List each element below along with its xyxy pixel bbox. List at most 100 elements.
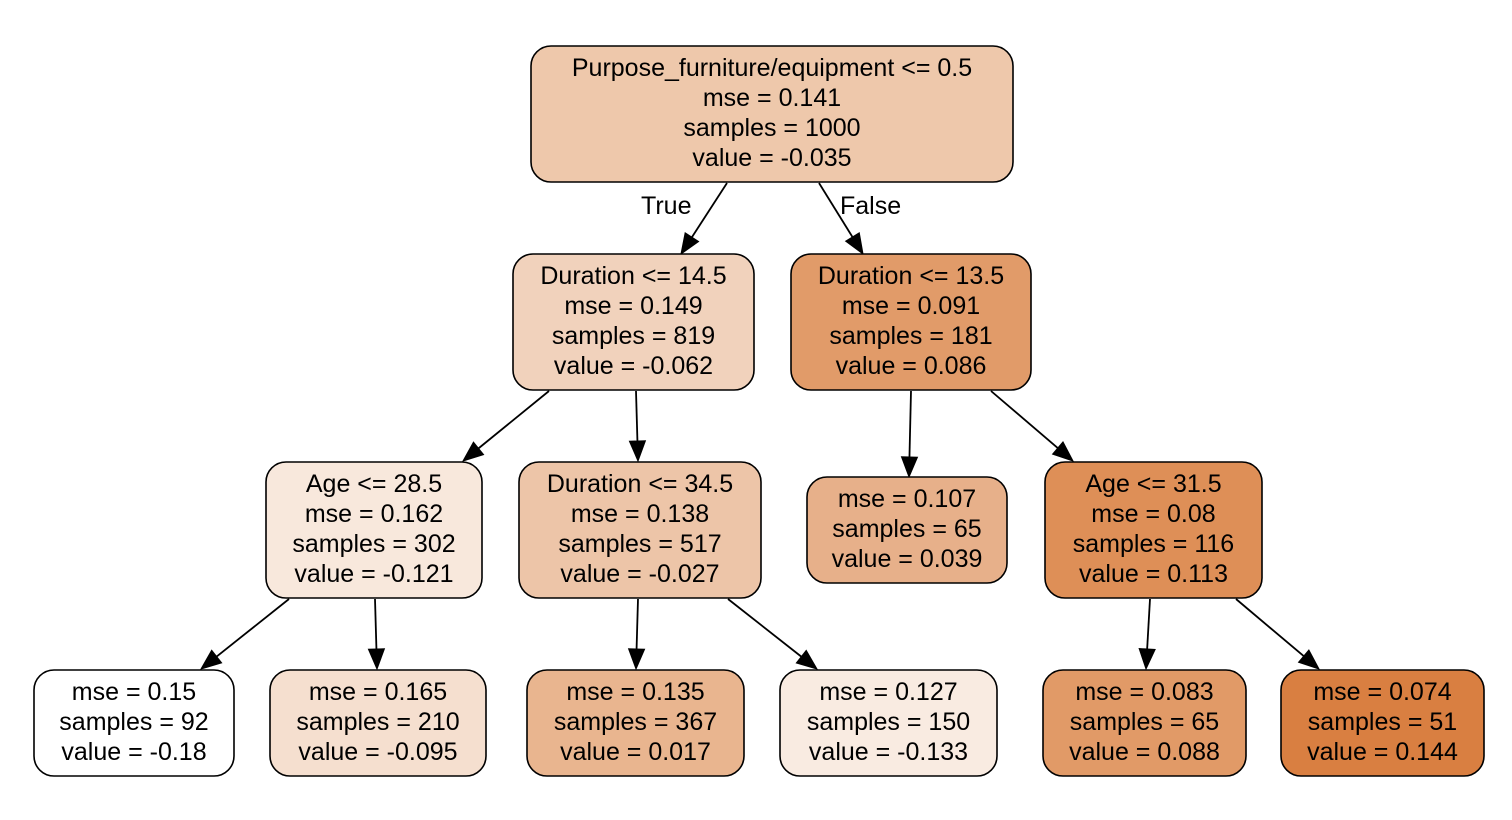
node-split-condition: Purpose_furniture/equipment <= 0.5 [572, 54, 972, 82]
edge-n3-n8 [367, 598, 386, 671]
node-value: value = -0.121 [294, 560, 453, 588]
node-mse: mse = 0.08 [1091, 500, 1215, 528]
node-mse: mse = 0.135 [566, 678, 704, 706]
arrow-head-icon [199, 649, 223, 670]
edge-line [477, 390, 550, 450]
node-value: value = 0.144 [1307, 738, 1458, 766]
arrow-head-icon [1297, 649, 1321, 670]
edge-n0-n2: False [818, 182, 901, 256]
edge-n1-n4 [628, 390, 647, 463]
edge-line [216, 598, 290, 658]
arrow-head-icon [900, 456, 919, 479]
node-value: value = 0.017 [560, 738, 711, 766]
arrow-head-icon [628, 440, 647, 463]
node-box [265, 461, 483, 599]
arrow-head-icon [1051, 441, 1075, 462]
edge-line [908, 390, 912, 458]
node-samples: samples = 367 [554, 708, 717, 736]
node-box [269, 669, 487, 777]
node-value: value = -0.18 [61, 738, 206, 766]
node-samples: samples = 181 [829, 322, 992, 350]
arrow-head-icon [1138, 648, 1156, 671]
edge-line [635, 390, 639, 442]
node-samples: samples = 819 [552, 322, 715, 350]
edge-label-true: True [641, 192, 691, 220]
node-value: value = -0.027 [560, 560, 719, 588]
node-box [1044, 461, 1263, 599]
node-box [33, 669, 235, 777]
node-mse: mse = 0.141 [703, 84, 841, 112]
edge-line [990, 390, 1059, 449]
node-mse: mse = 0.15 [72, 678, 196, 706]
edge-line [635, 598, 639, 650]
edge-line [374, 598, 378, 650]
node-box [1042, 669, 1247, 777]
node-samples: samples = 210 [296, 708, 459, 736]
node-box [530, 45, 1014, 183]
node-split-condition: Duration <= 13.5 [818, 262, 1004, 290]
node-value: value = 0.086 [836, 352, 987, 380]
node-box [806, 476, 1008, 584]
node-box [779, 669, 998, 777]
edge-line [1235, 598, 1305, 657]
node-mse: mse = 0.149 [564, 292, 702, 320]
edge-n6-n12 [1235, 598, 1321, 670]
edge-n2-n6 [990, 390, 1075, 462]
edge-label-false: False [840, 192, 901, 220]
node-mse: mse = 0.138 [571, 500, 709, 528]
node-box [526, 669, 745, 777]
arrow-head-icon [795, 649, 819, 670]
edge-n4-n10 [727, 598, 819, 670]
node-mse: mse = 0.165 [309, 678, 447, 706]
node-box [518, 461, 762, 599]
arrow-head-icon [680, 232, 700, 256]
node-samples: samples = 116 [1073, 530, 1234, 558]
node-split-condition: Age <= 28.5 [306, 470, 442, 498]
node-mse: mse = 0.127 [819, 678, 957, 706]
edge-line [818, 182, 854, 238]
edge-line [1146, 598, 1151, 650]
arrow-head-icon [461, 441, 485, 462]
edge-n6-n11 [1138, 598, 1156, 671]
arrow-head-icon [844, 231, 864, 256]
node-samples: samples = 92 [59, 708, 208, 736]
node-mse: mse = 0.091 [842, 292, 980, 320]
node-split-condition: Duration <= 14.5 [540, 262, 726, 290]
arrow-head-icon [627, 648, 646, 671]
tree-edges: True False [199, 182, 1321, 671]
edge-line [691, 182, 728, 238]
node-mse: mse = 0.083 [1075, 678, 1213, 706]
arrow-head-icon [367, 648, 386, 671]
node-box [790, 253, 1032, 391]
node-value: value = 0.088 [1069, 738, 1220, 766]
edge-n2-n5 [900, 390, 919, 479]
node-samples: samples = 302 [292, 530, 455, 558]
edge-n1-n3 [461, 390, 550, 462]
node-value: value = -0.133 [809, 738, 968, 766]
edge-n3-n7 [199, 598, 290, 670]
node-mse: mse = 0.107 [838, 485, 976, 513]
node-samples: samples = 65 [1070, 708, 1219, 736]
node-split-condition: Age <= 31.5 [1085, 470, 1221, 498]
node-value: value = 0.039 [832, 545, 983, 573]
node-value: value = -0.035 [692, 144, 851, 172]
node-samples: samples = 517 [558, 530, 721, 558]
node-value: value = 0.113 [1079, 560, 1228, 588]
node-value: value = -0.062 [554, 352, 713, 380]
node-mse: mse = 0.162 [305, 500, 443, 528]
node-samples: samples = 150 [807, 708, 970, 736]
